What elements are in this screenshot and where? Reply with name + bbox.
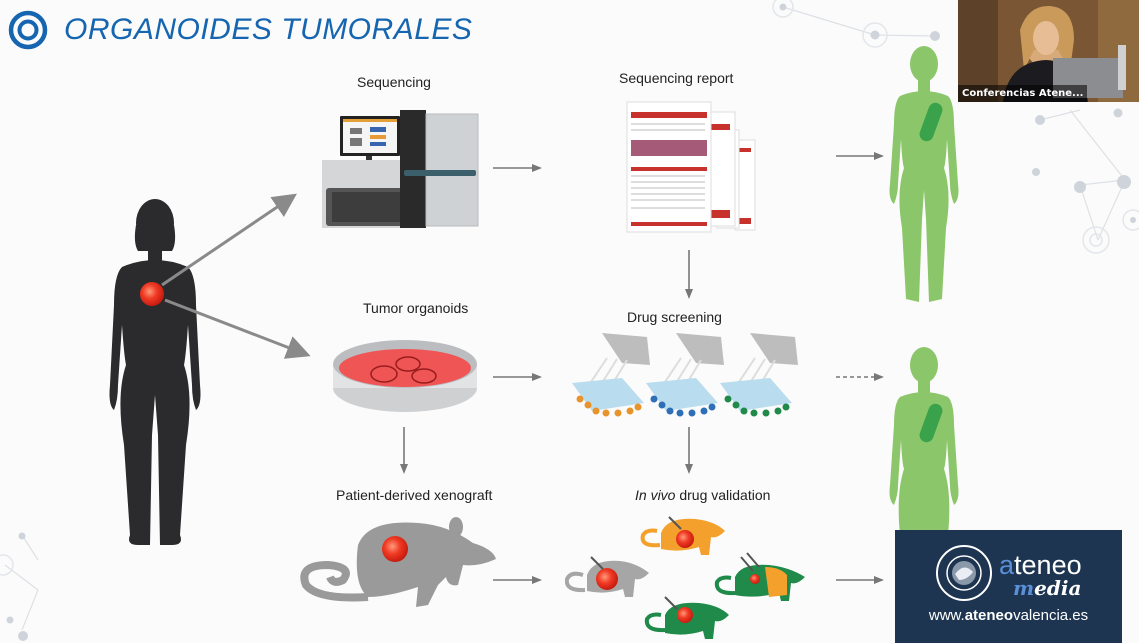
label-sequencing-report: Sequencing report [619,70,734,86]
label-patient-derived-xenograft: Patient-derived xenograft [336,487,493,503]
speaker-video-frame [958,0,1139,102]
media-wordmark-m: m [1013,576,1035,600]
ateneo-website-url: www.ateneovalencia.es [895,607,1122,624]
sequencing-report-document [626,101,756,233]
ateneo-wordmark-a: a [999,550,1015,580]
slide-title-block: ORGANOIDES TUMORALES [8,10,472,50]
label-sequencing: Sequencing [357,74,431,90]
media-wordmark-rest: edia [1034,576,1082,600]
ateneo-wordmark: ateneo [999,550,1082,581]
screening-plate-orange [572,333,650,417]
url-prefix: www. [928,607,965,624]
treated-patient-silhouette-screening [889,347,959,535]
label-in-vivo-italic: In vivo [635,487,676,503]
petri-dish-organoids [333,340,477,412]
mouse-orange-treated [640,516,725,555]
ateneo-wordmark-rest: teneo [1014,550,1082,580]
mouse-green-treated [644,596,729,639]
ateneo-media-watermark: ateneo media www.ateneovalencia.es [895,530,1122,643]
label-in-vivo-drug-validation: In vivo drug validation [635,487,770,503]
label-drug-validation: drug validation [675,487,771,503]
webcam-name-label: Conferencias Atene... [958,85,1088,102]
url-suffix: valencia.es [1013,607,1089,624]
speaker-webcam-video[interactable]: Conferencias Atene... [958,0,1139,102]
label-tumor-organoids: Tumor organoids [363,300,469,316]
screening-plate-green [720,333,798,417]
label-drug-screening: Drug screening [627,309,722,325]
ateneo-mercantil-seal-icon [936,545,992,601]
mouse-grey-treated [565,556,649,597]
bullseye-icon [8,10,48,50]
media-wordmark: media [1013,576,1081,600]
tumor-marker [140,282,164,306]
in-vivo-mice-illustration [565,516,805,639]
screening-plate-blue [646,333,724,417]
patient-silhouette [109,199,201,545]
pdx-mouse-illustration [300,517,496,607]
slide-title: ORGANOIDES TUMORALES [64,13,473,46]
drug-screening-plates [572,333,798,417]
url-bold: ateneo [964,607,1014,624]
treated-patient-silhouette-sequencing [889,46,959,302]
mouse-combination-treated [714,552,805,601]
sequencer-machine-illustration [322,110,479,228]
